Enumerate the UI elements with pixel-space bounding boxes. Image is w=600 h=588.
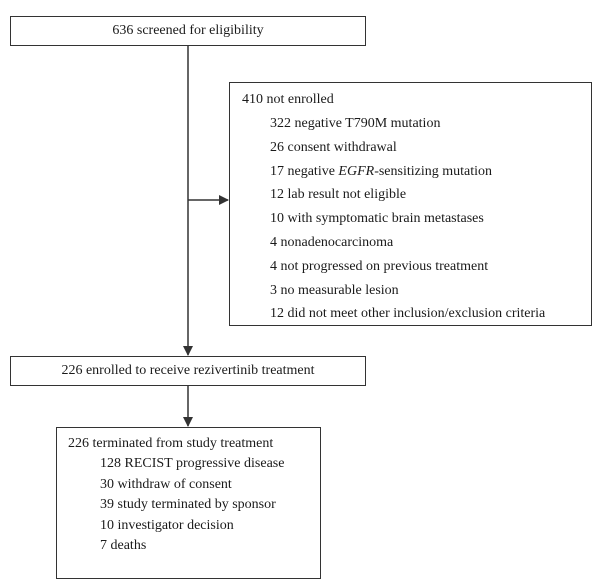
terminated-label: 226 terminated from study treatment — [68, 436, 274, 451]
reason-text: deaths — [110, 538, 147, 553]
reason-count: 3 — [270, 282, 277, 298]
reason-text: consent withdrawal — [287, 139, 397, 155]
reason-text: study terminated by sponsor — [117, 497, 276, 512]
reason-text: with symptomatic brain metastases — [287, 211, 484, 227]
reason-item: 17 negative EGFR-sensitizing mutation — [242, 160, 591, 184]
screened-label: 636 screened for eligibility — [112, 23, 264, 38]
reason-count: 7 — [100, 538, 107, 553]
reason-item: 4 not progressed on previous treatment — [242, 255, 591, 279]
reason-item: 12 lab result not eligible — [242, 183, 591, 207]
reason-text: RECIST progressive disease — [124, 456, 285, 471]
reason-item: 39 study terminated by sponsor — [68, 495, 320, 516]
reason-item: 10 investigator decision — [68, 516, 320, 537]
not-enrolled-label: 410 not enrolled — [242, 92, 334, 107]
reason-text: -sensitizing mutation — [374, 163, 493, 179]
reason-count: 26 — [270, 139, 284, 155]
reason-text: investigator decision — [117, 517, 234, 533]
reason-item: 10 with symptomatic brain metastases — [242, 207, 591, 231]
reason-item: 30 withdraw of consent — [68, 475, 320, 496]
reason-prefix: negative — [287, 163, 339, 179]
not-enrolled-box: 410 not enrolled 322 negative T790M muta… — [229, 82, 592, 326]
reason-count: 10 — [270, 211, 284, 227]
reason-count: 39 — [100, 497, 114, 512]
reason-text: did not meet other inclusion/exclusion c… — [287, 306, 546, 322]
reason-count: 12 — [270, 306, 284, 322]
reason-item: 322 negative T790M mutation — [242, 112, 591, 136]
reason-count: 10 — [100, 517, 114, 533]
reason-italic: EGFR — [338, 163, 375, 179]
enrolled-label: 226 enrolled to receive rezivertinib tre… — [61, 363, 315, 378]
reason-count: 17 — [270, 163, 284, 179]
reason-item: 4 nonadenocarcinoma — [242, 231, 591, 255]
reason-item: 12 did not meet other inclusion/exclusio… — [242, 302, 591, 326]
reason-text: negative T790M mutation — [294, 116, 441, 131]
reason-text: not progressed on previous treatment — [280, 258, 489, 274]
reason-text: no measurable lesion — [280, 282, 399, 298]
reason-count: 128 — [100, 456, 121, 471]
terminated-box: 226 terminated from study treatment 128 … — [56, 427, 321, 579]
screened-box: 636 screened for eligibility — [10, 16, 366, 46]
reason-text: lab result not eligible — [287, 187, 407, 203]
reason-item: 128 RECIST progressive disease — [68, 454, 320, 475]
enrolled-box: 226 enrolled to receive rezivertinib tre… — [10, 356, 366, 386]
reason-count: 30 — [100, 476, 114, 492]
reason-count: 12 — [270, 187, 284, 203]
reason-text: nonadenocarcinoma — [280, 234, 394, 250]
reason-count: 4 — [270, 234, 277, 250]
reason-text: withdraw of consent — [117, 476, 232, 492]
reason-item: 7 deaths — [68, 536, 320, 557]
reason-count: 4 — [270, 258, 277, 274]
reason-count: 322 — [270, 116, 291, 131]
reason-item: 26 consent withdrawal — [242, 136, 591, 160]
reason-item: 3 no measurable lesion — [242, 279, 591, 303]
